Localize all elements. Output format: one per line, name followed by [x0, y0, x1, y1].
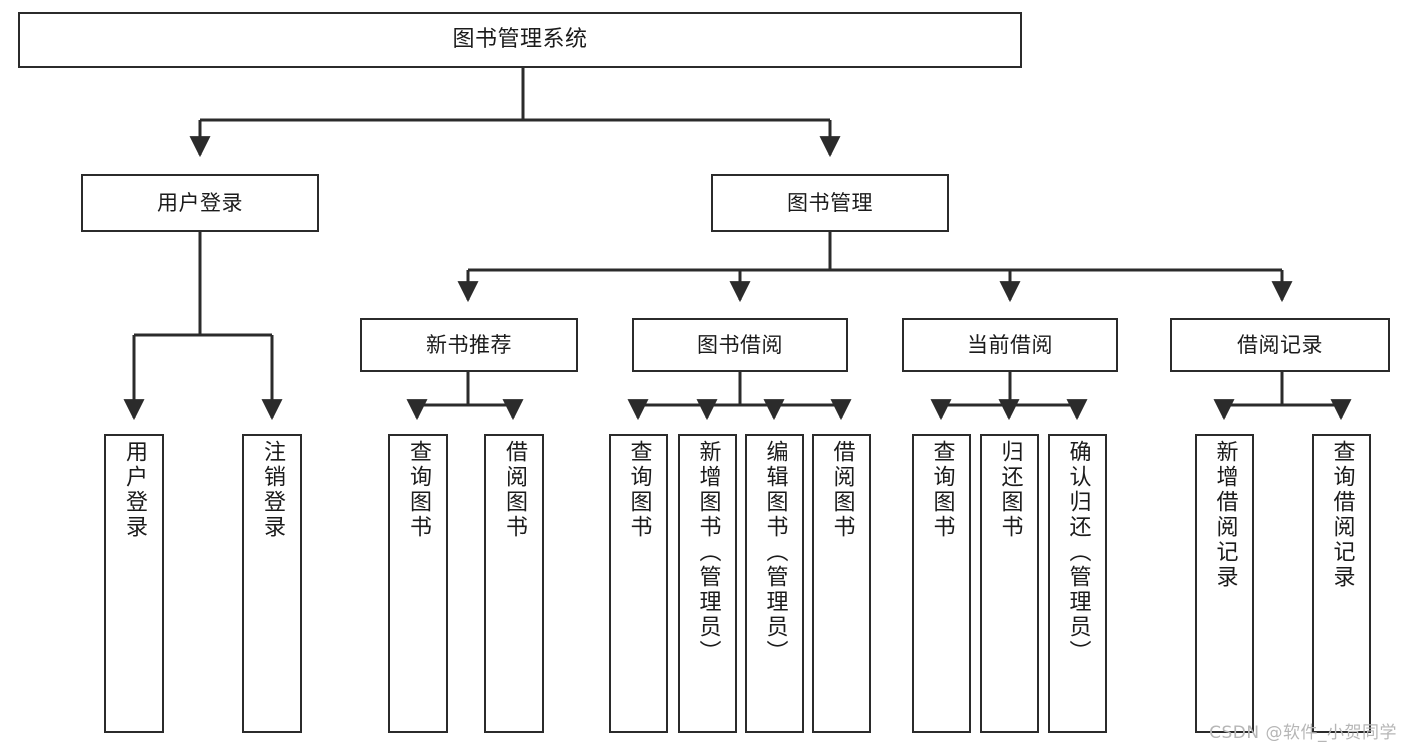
- node-new-book-recommend[interactable]: 新书推荐: [360, 318, 578, 372]
- leaf-add-borrow-record[interactable]: 新增借阅记录: [1195, 434, 1254, 733]
- leaf-query-book-1[interactable]: 查询图书: [388, 434, 448, 733]
- leaf-logout-login[interactable]: 注销登录: [242, 434, 302, 733]
- leaf-borrow-book-1[interactable]: 借阅图书: [484, 434, 544, 733]
- node-root-label: 图书管理系统: [452, 27, 588, 53]
- watermark: CSDN @软件_小贺同学: [1209, 723, 1397, 743]
- leaf-user-login[interactable]: 用户登录: [104, 434, 164, 733]
- leaf-borrow-book-2-label: 借阅图书: [829, 440, 855, 540]
- leaf-add-book-admin[interactable]: 新增图书（管理员）: [678, 434, 737, 733]
- node-root-system[interactable]: 图书管理系统: [18, 12, 1022, 68]
- node-book-manage-label: 图书管理: [787, 190, 873, 215]
- node-borrow-record[interactable]: 借阅记录: [1170, 318, 1390, 372]
- leaf-edit-book-admin-label: 编辑图书（管理员）: [762, 440, 788, 665]
- leaf-query-borrow-record[interactable]: 查询借阅记录: [1312, 434, 1371, 733]
- leaf-query-book-1-label: 查询图书: [406, 440, 431, 540]
- node-new-book-recommend-label: 新书推荐: [426, 332, 512, 357]
- leaf-query-book-3-label: 查询图书: [929, 440, 955, 540]
- node-current-borrow[interactable]: 当前借阅: [902, 318, 1118, 372]
- node-book-borrow-label: 图书借阅: [697, 332, 783, 357]
- leaf-query-book-2[interactable]: 查询图书: [609, 434, 668, 733]
- leaf-add-borrow-record-label: 新增借阅记录: [1212, 440, 1238, 590]
- node-current-borrow-label: 当前借阅: [967, 332, 1053, 357]
- leaf-logout-login-label: 注销登录: [260, 440, 285, 540]
- node-user-login[interactable]: 用户登录: [81, 174, 319, 232]
- leaf-confirm-return-admin[interactable]: 确认归还（管理员）: [1048, 434, 1107, 733]
- node-book-borrow[interactable]: 图书借阅: [632, 318, 848, 372]
- node-borrow-record-label: 借阅记录: [1237, 332, 1323, 357]
- leaf-return-book-label: 归还图书: [997, 440, 1023, 540]
- leaf-return-book[interactable]: 归还图书: [980, 434, 1039, 733]
- leaf-confirm-return-admin-label: 确认归还（管理员）: [1065, 440, 1091, 665]
- leaf-user-login-label: 用户登录: [122, 440, 147, 540]
- node-user-login-label: 用户登录: [157, 190, 243, 215]
- leaf-add-book-admin-label: 新增图书（管理员）: [695, 440, 721, 665]
- leaf-query-book-3[interactable]: 查询图书: [912, 434, 971, 733]
- node-book-manage[interactable]: 图书管理: [711, 174, 949, 232]
- leaf-query-book-2-label: 查询图书: [626, 440, 652, 540]
- leaf-borrow-book-1-label: 借阅图书: [502, 440, 527, 540]
- leaf-borrow-book-2[interactable]: 借阅图书: [812, 434, 871, 733]
- leaf-edit-book-admin[interactable]: 编辑图书（管理员）: [745, 434, 804, 733]
- leaf-query-borrow-record-label: 查询借阅记录: [1329, 440, 1355, 590]
